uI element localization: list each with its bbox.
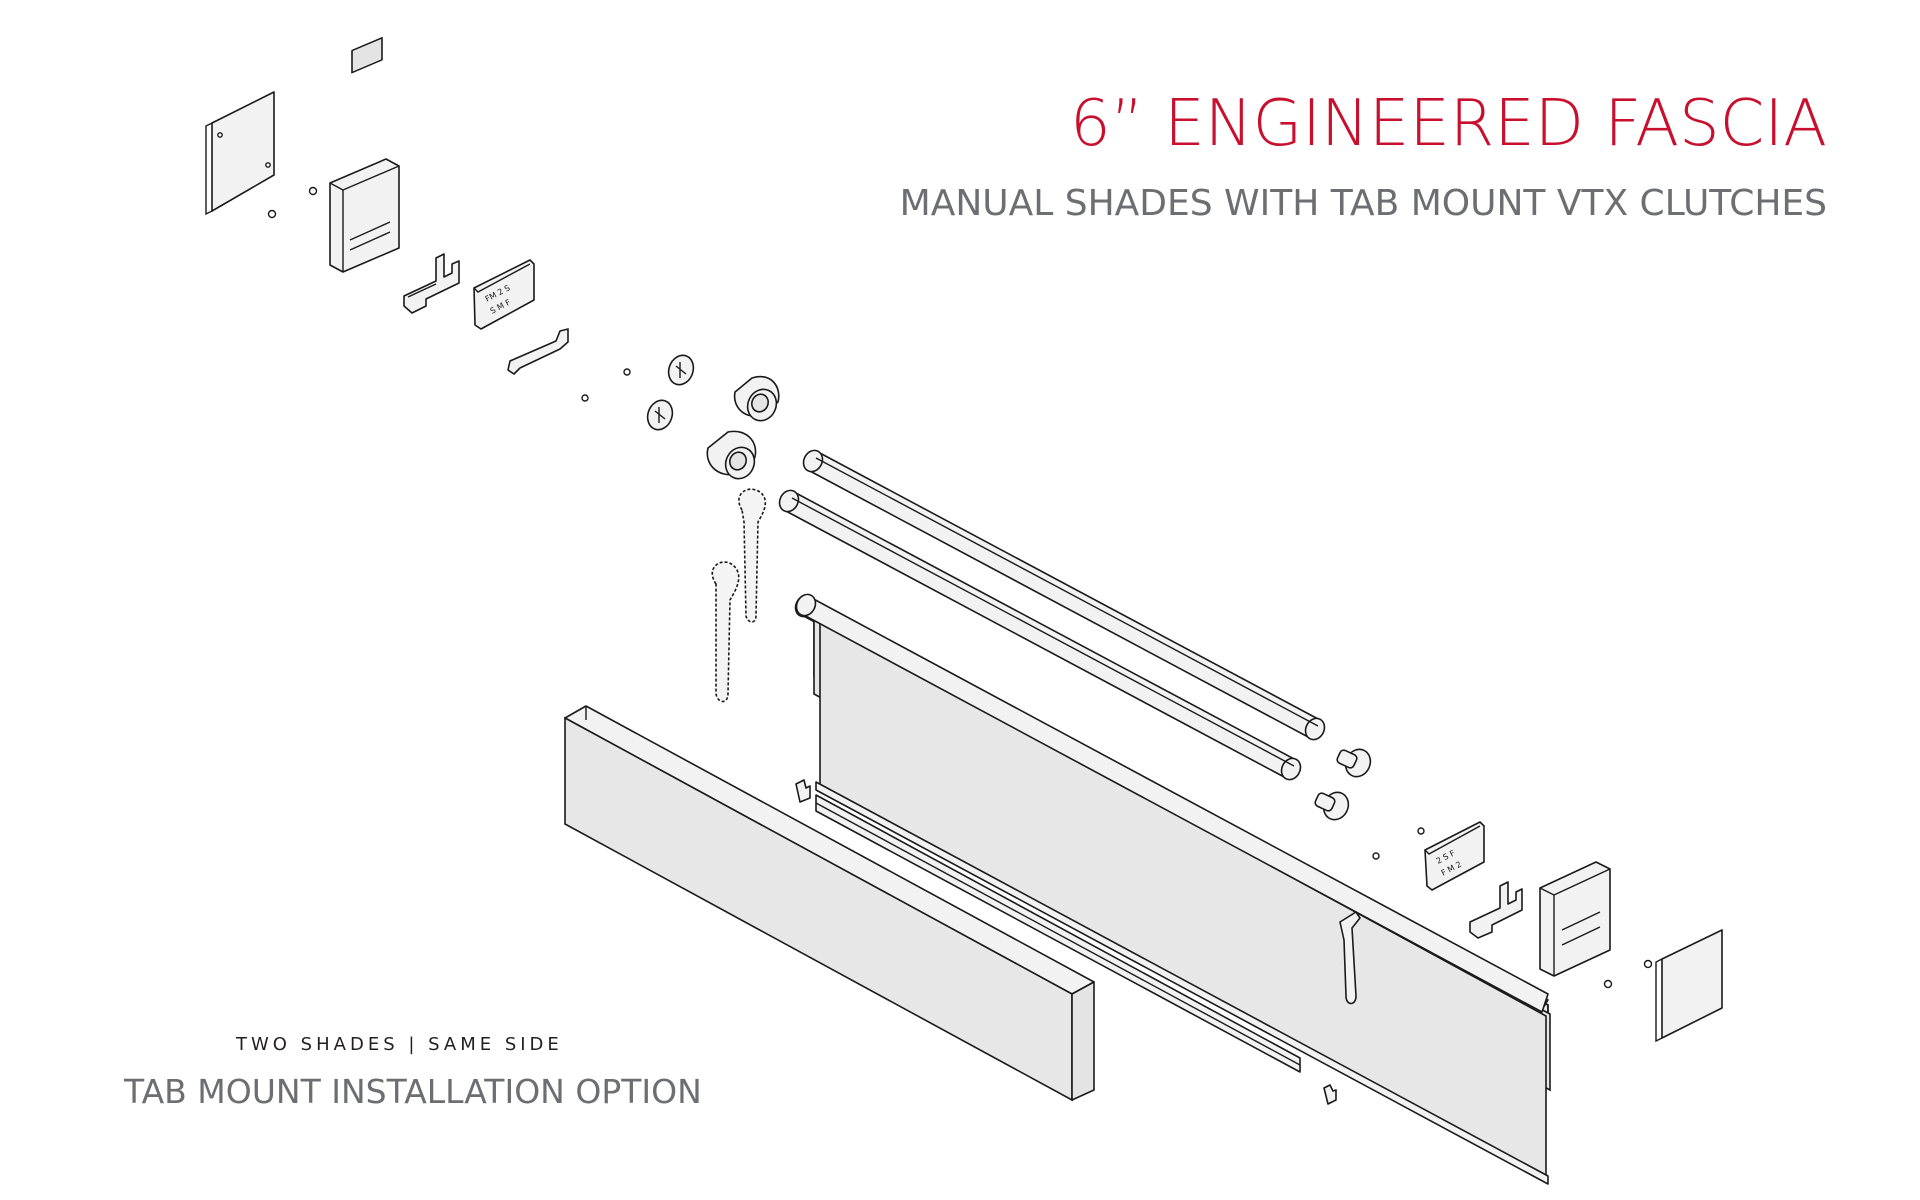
left-clutch-bracket: FM 2 S S M F: [473, 259, 535, 330]
vtx-clutch-upper: [733, 375, 780, 422]
right-end-bracket: [1539, 861, 1611, 977]
left-coupler-clip: [507, 328, 569, 375]
idler-disc-lower: [646, 399, 674, 431]
caption-installation-option: TAB MOUNT INSTALLATION OPTION: [124, 1072, 702, 1111]
right-clutch-plug-upper: [1336, 748, 1372, 778]
roller-tube-upper: [802, 449, 1326, 741]
left-cap-screw: [267, 186, 318, 219]
left-end-bracket: [329, 36, 400, 273]
shade-fabric-main: [795, 593, 1549, 1180]
hem-bar-lower: [815, 794, 1301, 1073]
right-mounting-tab: [1469, 881, 1523, 939]
page-subtitle: MANUAL SHADES WITH TAB MOUNT VTX CLUTCHE…: [899, 183, 1827, 224]
right-screws: [1372, 827, 1425, 860]
idler-disc-upper: [667, 354, 695, 386]
right-end-cap-plate: [1655, 929, 1723, 1043]
hem-bar-end-clip-left: [795, 779, 811, 803]
right-clutch-plug-lower: [1314, 791, 1350, 821]
vtx-clutch-lower: [706, 430, 757, 480]
hem-bar-end-clip-right: [1323, 1084, 1337, 1105]
left-screws: [581, 368, 631, 402]
fascia-cover: [564, 705, 1095, 1102]
hem-bar-upper: [815, 781, 1549, 1185]
right-clutch-bracket: 2 S F F M 2: [1424, 821, 1485, 891]
roller-tube-lower: [778, 489, 1302, 781]
right-chain-guide: [1339, 911, 1361, 1005]
right-cap-screw: [1603, 959, 1653, 989]
left-mounting-tab: [403, 253, 460, 314]
bead-chain-upper: [738, 488, 767, 623]
bead-chain-lower: [711, 561, 740, 703]
left-end-cap-plate: [205, 91, 275, 216]
caption-configuration: TWO SHADES | SAME SIDE: [236, 1034, 563, 1055]
page-title: 6” ENGINEERED FASCIA: [1070, 87, 1827, 161]
